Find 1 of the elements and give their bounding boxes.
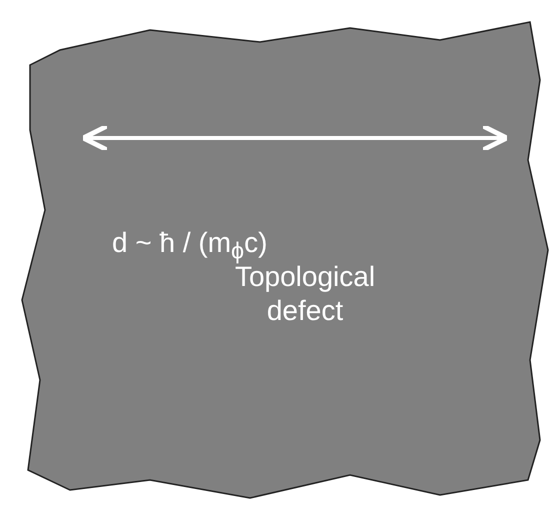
formula-label: d ~ ħ / (m$_{ϕ}$c) <box>112 226 268 266</box>
